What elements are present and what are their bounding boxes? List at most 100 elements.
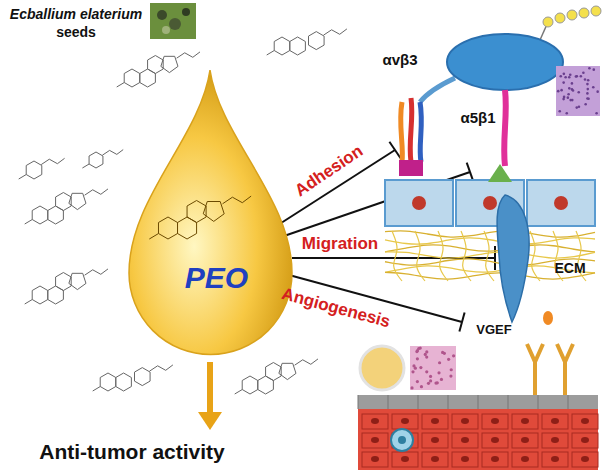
histology-image xyxy=(568,76,571,79)
blood-vessel xyxy=(482,452,508,467)
blood-vessel xyxy=(448,395,449,409)
blood-vessel xyxy=(551,456,559,462)
blood-vessel xyxy=(452,433,478,448)
histology-image xyxy=(417,347,420,350)
chemical-structure xyxy=(25,189,108,224)
integrin-receptors xyxy=(504,90,506,166)
ecm-fibers xyxy=(385,231,595,281)
cell-layer xyxy=(385,180,595,226)
blood-vessel xyxy=(521,437,529,443)
integrin-receptors xyxy=(447,34,563,90)
blood-vessel xyxy=(422,414,448,429)
outcome-label: Anti-tumor activity xyxy=(39,440,225,464)
histology-image xyxy=(564,76,567,79)
chemical-structure xyxy=(295,359,318,365)
histology-image xyxy=(588,67,591,70)
histology-image xyxy=(447,358,450,361)
chemical-structure xyxy=(85,269,108,275)
histology-image xyxy=(596,90,599,93)
result-arrow xyxy=(198,362,222,430)
chemical-structure xyxy=(25,220,33,225)
blood-vessel xyxy=(431,437,439,443)
histology-image xyxy=(360,66,600,390)
histology-image xyxy=(568,87,571,90)
histology-image xyxy=(592,68,595,71)
blood-vessel xyxy=(538,395,539,409)
histology-image xyxy=(587,79,590,82)
integrin-receptors xyxy=(567,10,577,20)
ecm-fibers xyxy=(385,252,595,258)
chemical-structure xyxy=(242,376,258,394)
histology-image xyxy=(580,75,583,78)
histology-image xyxy=(595,112,598,115)
chemical-structure xyxy=(69,273,86,289)
process-label: Migration xyxy=(302,234,379,254)
histology-image xyxy=(419,366,422,369)
ecm-fibers xyxy=(530,231,540,281)
integrin-receptors xyxy=(399,6,601,182)
chemical-structure xyxy=(158,217,177,239)
blood-vessel xyxy=(422,433,448,448)
chemical-structure xyxy=(149,365,172,371)
histology-image xyxy=(577,91,580,94)
blood-vessel xyxy=(422,452,448,467)
blood-vessel xyxy=(398,436,406,444)
integrin-receptors xyxy=(410,98,412,162)
histology-image xyxy=(567,93,570,96)
histology-image xyxy=(584,78,587,81)
chemical-structure xyxy=(279,363,296,379)
histology-image xyxy=(429,379,432,382)
blood-vessel xyxy=(371,456,379,462)
seed-photo xyxy=(169,18,181,30)
histology-image xyxy=(558,110,561,113)
chemical-structure xyxy=(41,158,64,164)
histology-image xyxy=(416,380,419,383)
blood-vessel xyxy=(521,418,529,424)
blood-vessel xyxy=(542,433,568,448)
chemical-structure xyxy=(323,29,346,35)
seed-photo xyxy=(150,3,196,39)
blood-vessel xyxy=(418,395,419,409)
histology-image xyxy=(559,75,562,78)
cell-layer xyxy=(412,196,426,210)
blood-vessel xyxy=(478,395,479,409)
histology-image xyxy=(562,81,565,84)
blood-vessel xyxy=(491,418,499,424)
chemical-structure xyxy=(290,37,306,55)
histology-image xyxy=(586,88,589,91)
histology-image xyxy=(586,92,589,95)
blood-vessel xyxy=(358,395,598,470)
vegf-ligand xyxy=(543,311,553,325)
chemical-structure xyxy=(117,52,200,87)
integrin-receptors xyxy=(591,6,601,16)
inhibition-line xyxy=(494,246,496,270)
blood-vessel xyxy=(581,456,589,462)
chemical-structure xyxy=(223,196,252,204)
cell-layer xyxy=(527,180,595,226)
blood-vessel xyxy=(461,456,469,462)
chemical-structure xyxy=(177,52,200,58)
histology-image xyxy=(556,66,600,116)
integrin-receptors xyxy=(543,17,553,27)
histology-image xyxy=(449,374,452,377)
chemical-structure xyxy=(267,51,275,56)
histology-image xyxy=(576,75,579,78)
histology-image xyxy=(440,378,443,381)
blood-vessel xyxy=(542,452,568,467)
ecm-fibers xyxy=(392,231,402,281)
blood-vessel xyxy=(362,452,388,467)
seed-photo xyxy=(157,10,167,20)
chemical-structure xyxy=(26,161,42,179)
vegf-receptor xyxy=(527,344,573,395)
chemical-structure xyxy=(149,196,251,239)
chemical-structure xyxy=(85,189,108,195)
plant-part: seeds xyxy=(56,24,96,40)
blood-vessel xyxy=(392,452,418,467)
blood-vessel xyxy=(512,414,538,429)
drop-shape xyxy=(129,70,292,355)
integrin-receptors xyxy=(399,160,423,176)
chemical-structure xyxy=(89,152,103,168)
integrin-label: α5β1 xyxy=(460,109,495,126)
seed-photo xyxy=(182,8,190,16)
blood-vessel xyxy=(482,433,508,448)
